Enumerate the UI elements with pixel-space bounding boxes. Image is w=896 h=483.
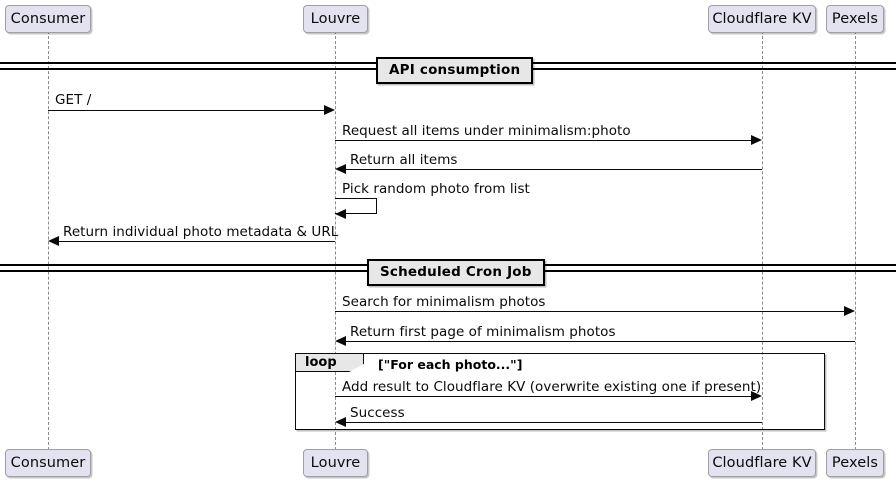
message-arrowhead-request-all-items	[751, 135, 762, 145]
participant-consumer-bottom[interactable]: Consumer	[5, 449, 91, 477]
message-line-search-minimalism-photos	[335, 311, 847, 312]
message-label-get-root: GET /	[55, 92, 92, 108]
participant-cloudflare-bottom[interactable]: Cloudflare KV	[708, 449, 816, 477]
message-line-request-all-items	[335, 140, 754, 141]
participant-louvre-top[interactable]: Louvre	[303, 5, 368, 33]
message-line-return-first-page	[346, 341, 855, 342]
message-arrowhead-return-first-page	[335, 336, 346, 346]
message-arrowhead-return-photo-metadata	[48, 236, 59, 246]
message-label-return-all-items: Return all items	[350, 152, 458, 168]
message-line-return-photo-metadata	[59, 241, 335, 242]
message-arrowhead-search-minimalism-photos	[844, 306, 855, 316]
message-arrowhead-get-root	[324, 105, 335, 115]
participant-consumer-top[interactable]: Consumer	[5, 5, 91, 33]
message-line-add-result-to-kv	[335, 396, 754, 397]
participant-louvre-bottom[interactable]: Louvre	[303, 449, 368, 477]
message-arrowhead-success	[335, 417, 346, 427]
message-label-request-all-items: Request all items under minimalism:photo	[342, 123, 631, 139]
divider-label-api-consumption: API consumption	[376, 57, 534, 84]
divider-label-scheduled-cron: Scheduled Cron Job	[367, 259, 545, 286]
lifeline-cloudflare	[762, 31, 763, 450]
message-label-return-first-page: Return first page of minimalism photos	[350, 324, 616, 340]
loop-frame-condition: ["For each photo..."]	[378, 357, 523, 372]
message-label-add-result-to-kv: Add result to Cloudflare KV (overwrite e…	[342, 379, 762, 395]
message-label-pick-random-photo: Pick random photo from list	[342, 181, 530, 197]
message-arrowhead-return-all-items	[335, 164, 346, 174]
message-line-success	[346, 422, 762, 423]
lifeline-pexels	[855, 31, 856, 450]
message-line-get-root	[48, 110, 327, 111]
participant-pexels-bottom[interactable]: Pexels	[826, 449, 884, 477]
participant-pexels-top[interactable]: Pexels	[826, 5, 884, 33]
message-arrowhead-add-result-to-kv	[751, 391, 762, 401]
lifeline-louvre	[335, 31, 336, 450]
loop-frame	[295, 353, 825, 430]
loop-frame-tab-label: loop	[296, 354, 364, 372]
message-self-loop-pick-random-photo	[335, 198, 377, 214]
message-label-search-minimalism-photos: Search for minimalism photos	[342, 294, 546, 310]
message-arrowhead-pick-random-photo	[335, 209, 346, 219]
message-label-success: Success	[350, 405, 405, 421]
message-label-return-photo-metadata: Return individual photo metadata & URL	[63, 224, 339, 240]
participant-cloudflare-top[interactable]: Cloudflare KV	[708, 5, 816, 33]
message-line-return-all-items	[346, 169, 762, 170]
